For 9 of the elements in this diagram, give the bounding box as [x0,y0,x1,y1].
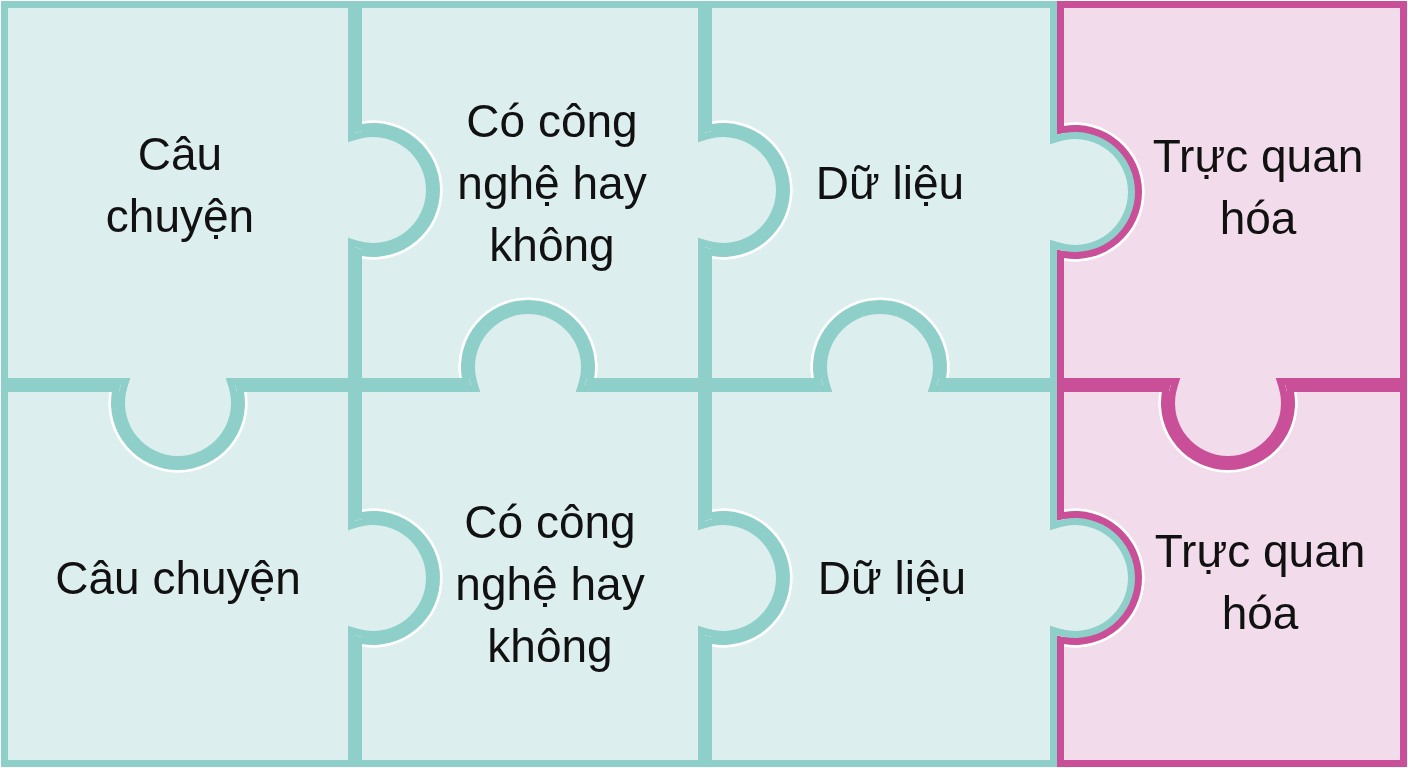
piece-label: Có công nghệ hay không [454,495,646,674]
piece-label: Trực quan hóa [1153,524,1367,641]
piece-label: Dữ liệu [817,551,967,606]
puzzle-piece [1057,385,1407,767]
piece-label: Câu chuyện [104,127,256,244]
piece-label: Có công nghệ hay không [456,94,648,273]
piece-label: Trực quan hóa [1151,129,1365,246]
piece-label: Câu chuyện [55,551,301,606]
piece-label: Dữ liệu [815,156,965,211]
